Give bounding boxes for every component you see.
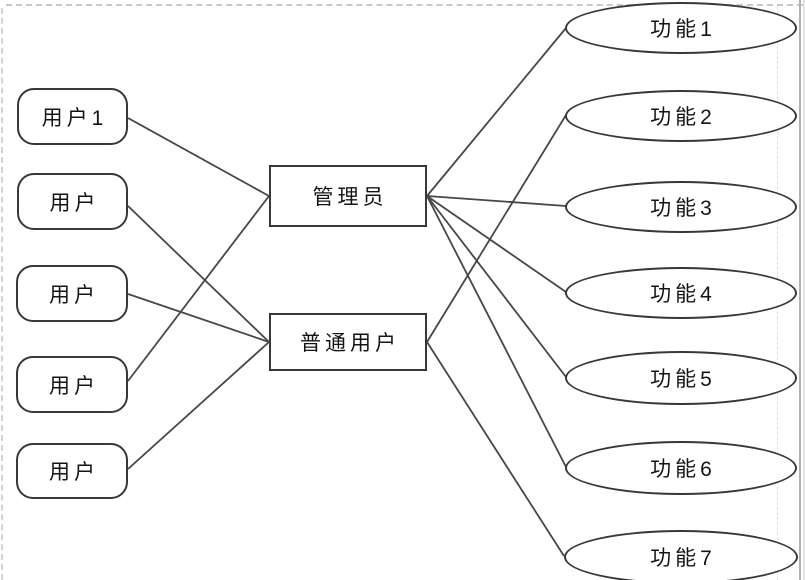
edge-user-4-to-admin <box>127 195 270 382</box>
edge-user-1-to-admin <box>127 117 270 197</box>
usecase-func-2-label: 功能2 <box>650 106 716 129</box>
actor-user-4: 用户 <box>16 356 128 413</box>
page-top-dashed-border <box>6 4 803 6</box>
actor-user-1-label: 用户1 <box>41 106 108 130</box>
role-admin-label: 管理员 <box>312 186 388 209</box>
usecase-func-5: 功能5 <box>565 351 797 405</box>
usecase-func-4-label: 功能4 <box>650 283 716 306</box>
usecase-func-4: 功能4 <box>565 267 797 319</box>
usecase-func-3: 功能3 <box>565 181 797 233</box>
edge-user-3-to-normal-user <box>127 293 270 343</box>
usecase-func-5-label: 功能5 <box>650 368 716 391</box>
edge-user-2-to-normal-user <box>127 205 270 343</box>
usecase-func-6: 功能6 <box>565 441 797 495</box>
edge-admin-to-func-1 <box>426 27 567 197</box>
page-left-dashed-border <box>1 8 3 580</box>
edge-normal-user-to-func-2 <box>426 114 567 343</box>
actor-user-5: 用户 <box>16 443 128 499</box>
usecase-func-3-label: 功能3 <box>650 197 716 220</box>
edge-user-5-to-normal-user <box>127 341 270 470</box>
edge-admin-to-func-5 <box>426 195 567 378</box>
actor-user-5-label: 用户 <box>49 461 99 484</box>
actor-user-2-label: 用户 <box>49 191 100 215</box>
actor-user-2: 用户 <box>17 173 128 230</box>
usecase-func-1: 功能1 <box>565 2 797 54</box>
usecase-func-6-label: 功能6 <box>650 458 716 481</box>
actor-user-4-label: 用户 <box>49 374 99 398</box>
usecase-func-7-label: 功能7 <box>650 547 716 570</box>
edge-admin-to-func-3 <box>426 195 567 207</box>
edge-normal-user-to-func-7 <box>426 341 565 557</box>
edge-admin-to-func-4 <box>426 195 567 293</box>
page-right-outer-border <box>803 0 805 580</box>
usecase-func-2: 功能2 <box>565 90 797 142</box>
edge-admin-to-func-6 <box>426 195 567 468</box>
actor-user-3: 用户 <box>16 265 128 322</box>
actor-user-1: 用户1 <box>17 88 128 145</box>
role-admin: 管理员 <box>269 165 427 227</box>
role-normal-user: 普通用户 <box>269 313 427 371</box>
actor-user-3-label: 用户 <box>49 283 99 307</box>
role-normal-user-label: 普通用户 <box>300 332 400 355</box>
page-right-border <box>799 0 801 580</box>
usecase-func-7: 功能7 <box>564 530 798 580</box>
usecase-func-1-label: 功能1 <box>650 18 716 41</box>
